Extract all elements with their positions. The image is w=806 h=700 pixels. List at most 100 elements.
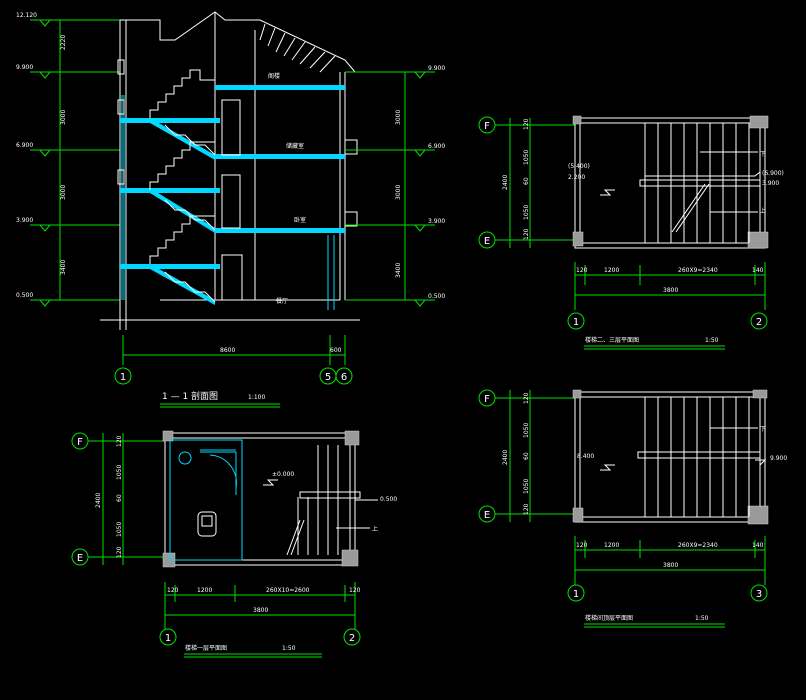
- left-level-2: 9.900: [16, 64, 33, 71]
- upper-dim-h-1: 120: [576, 267, 588, 274]
- top-dim-h-1: 120: [576, 542, 588, 549]
- axis-bubble-3: [750, 584, 768, 602]
- axis-bubble-1: [159, 628, 177, 646]
- room-label-attic: 阁楼: [268, 72, 280, 80]
- axis-bubble-6: [335, 367, 353, 385]
- axis-bubble-2: [750, 312, 768, 330]
- ground-dim-v-3: 60: [116, 494, 123, 502]
- right-level-1: 9.900: [428, 65, 445, 72]
- top-stair-treads: [644, 397, 750, 517]
- left-level-3: 6.900: [16, 142, 33, 149]
- section-dim-overhang: 600: [330, 347, 342, 354]
- ground-axis-2: 2: [349, 633, 355, 644]
- ground-level-2: 0.500: [380, 496, 397, 503]
- axis-bubble-2: [343, 628, 361, 646]
- left-dim-3: 3000: [60, 185, 67, 200]
- right-level-2: 6.900: [428, 143, 445, 150]
- top-dim-v-5: 120: [523, 503, 530, 515]
- section-axis-6: 6: [341, 372, 347, 383]
- room-label-bedroom: 卧室: [294, 216, 306, 224]
- top-dim-v-2: 1050: [523, 423, 530, 438]
- ground-dim-h-1: 120: [167, 587, 179, 594]
- ground-dim-total-h: 3800: [253, 607, 268, 614]
- upper-axis-F: F: [484, 121, 490, 132]
- upper-dim-h-2: 1200: [604, 267, 619, 274]
- upper-dim-v-5: 120: [523, 228, 530, 240]
- top-arrow-down: 下: [760, 426, 766, 433]
- section-axis-1: 1: [120, 372, 126, 383]
- top-dim-v-3: 60: [523, 452, 530, 460]
- upper-dim-total-h: 3800: [663, 287, 678, 294]
- ground-dim-v-2: 1050: [116, 465, 123, 480]
- ground-dim-h-4: 120: [349, 587, 361, 594]
- ground-dim-v-5: 120: [116, 546, 123, 558]
- top-dim-total-h: 3800: [663, 562, 678, 569]
- top-dim-v-4: 1050: [523, 479, 530, 494]
- upper-level-2: 2.200: [568, 174, 585, 181]
- right-dim-1: 3000: [395, 110, 402, 125]
- left-level-4: 3.900: [16, 217, 33, 224]
- ground-dim-v-1: 120: [116, 435, 123, 447]
- ground-dim-h-2: 1200: [197, 587, 212, 594]
- upper-axis-E: E: [484, 236, 490, 247]
- upper-dim-h-3: 260X9=2340: [678, 267, 718, 274]
- top-axis-3: 3: [756, 589, 762, 600]
- top-plan-scale: 1:50: [695, 615, 709, 622]
- section-dim-width: 8600: [220, 347, 235, 354]
- ground-level-1: ±0.000: [272, 471, 294, 478]
- upper-dim-v-4: 1050: [523, 205, 530, 220]
- axis-bubble-1: [114, 367, 132, 385]
- upper-dim-v-1: 120: [523, 118, 530, 130]
- ground-stair-treads: [297, 445, 339, 555]
- ground-axis-E: E: [77, 553, 83, 564]
- top-dim-h-2: 1200: [604, 542, 619, 549]
- left-level-5: 0.500: [16, 292, 33, 299]
- right-dim-3: 3400: [395, 263, 402, 278]
- section-scale: 1:100: [248, 394, 265, 401]
- upper-axis-1: 1: [573, 317, 579, 328]
- axis-bubble-1: [567, 584, 585, 602]
- ground-plan-scale: 1:50: [282, 645, 296, 652]
- section-drawing: 12.120 9.900 6.900 3.900 0.500 2220 3000…: [16, 11, 445, 408]
- top-dim-h-3: 260X9=2340: [678, 542, 718, 549]
- upper-stair-treads: [644, 123, 750, 243]
- upper-plan-scale: 1:50: [705, 337, 719, 344]
- left-dim-2: 3000: [60, 110, 67, 125]
- upper-level-4: 3.900: [762, 180, 779, 187]
- upper-dim-h-4: 140: [752, 267, 764, 274]
- top-plan-title: 楼梯间顶层平面图: [585, 614, 633, 622]
- upper-arrow-down: 下: [760, 151, 766, 158]
- ground-axis-F: F: [77, 437, 83, 448]
- ground-arrow-up: 上: [372, 525, 378, 533]
- upper-level-1: (5.400): [568, 163, 590, 170]
- upper-dim-total-v: 2400: [502, 175, 509, 190]
- ground-dim-h-3: 260X10=2600: [266, 587, 310, 594]
- upper-dim-v-2: 1050: [523, 150, 530, 165]
- upper-axis-2: 2: [756, 317, 762, 328]
- top-level-1: 8.400: [577, 453, 594, 460]
- ground-axis-1: 1: [165, 633, 171, 644]
- upper-arrow-up: 上: [760, 207, 766, 215]
- plan-ground-drawing: F E 2400 120 1050 60 1050 120: [71, 430, 397, 658]
- room-label-dining: 餐厅: [276, 297, 288, 305]
- ground-plan-title: 楼梯一层平面图: [185, 644, 227, 652]
- section-axis-5: 5: [325, 372, 331, 383]
- room-label-storage: 储藏室: [286, 142, 304, 150]
- right-level-3: 3.900: [428, 218, 445, 225]
- left-level-1: 12.120: [16, 12, 37, 19]
- axis-bubble-1: [567, 312, 585, 330]
- plan-top-drawing: F E 2400 120 1050 60 1050 120: [478, 389, 787, 628]
- section-title: 1 — 1 剖面图: [162, 390, 218, 402]
- left-dim-1: 2220: [60, 35, 67, 50]
- top-axis-E: E: [484, 510, 490, 521]
- upper-plan-title: 楼梯二、三层平面图: [585, 336, 639, 344]
- right-level-4: 0.500: [428, 293, 445, 300]
- top-level-2: 9.900: [770, 455, 787, 462]
- top-dim-v-1: 120: [523, 392, 530, 404]
- top-dim-h-4: 140: [752, 542, 764, 549]
- right-dim-2: 3000: [395, 185, 402, 200]
- left-dim-4: 3400: [60, 260, 67, 275]
- roof-tile-hatch: [259, 23, 336, 73]
- plan-upper-drawing: F E 2400 120 1050 60 1050 120: [478, 115, 784, 350]
